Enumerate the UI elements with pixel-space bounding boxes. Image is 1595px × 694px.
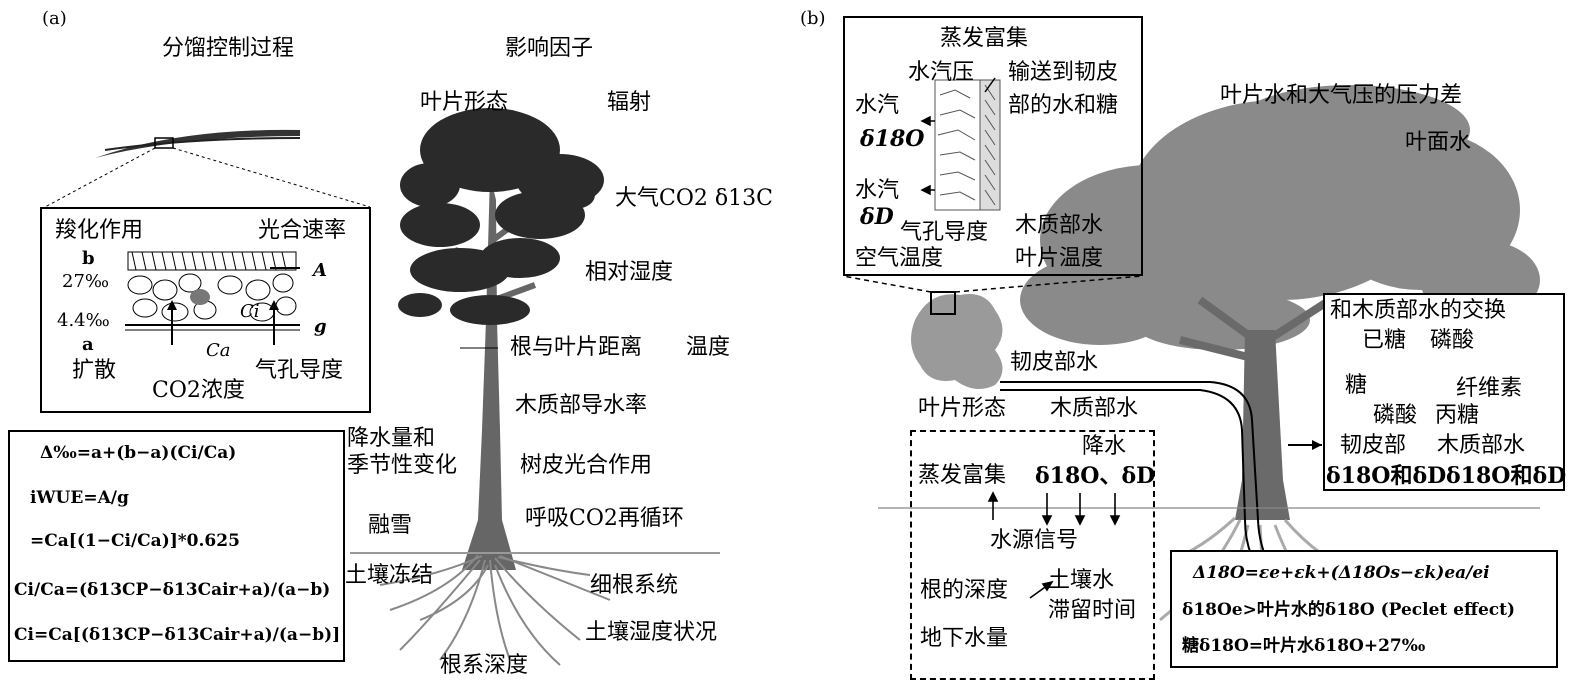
ex-iso-right: δ18O和δD	[1446, 463, 1567, 489]
tree-b-icon	[842, 85, 1540, 651]
factor-precip-2: 季节性变化	[347, 453, 458, 478]
factor-radiation: 辐射	[607, 90, 652, 115]
a-value: 4.4‰	[57, 310, 110, 331]
factor-precip-1: 降水量和	[347, 426, 436, 451]
tree-a-icon	[350, 108, 720, 666]
inset-vapor1-a: 水汽	[855, 93, 900, 118]
diffusion-label: 扩散	[72, 358, 117, 383]
photosynthesis-rate-label: 光合速率	[258, 218, 347, 243]
a-label: a	[82, 334, 94, 355]
ex-iso-left: δ18O和δD	[1326, 463, 1447, 489]
formula-5: Ci=Ca[(δ13CP−δ13Cair+a)/(a−b)]	[14, 625, 341, 645]
wb-precip: 降水	[1082, 434, 1127, 459]
factor-bark-photo: 树皮光合作用	[520, 453, 653, 478]
wb-evap-enrich: 蒸发富集	[918, 463, 1007, 488]
exchange-box	[1323, 293, 1565, 491]
ex-phosphate1: 磷酸	[1430, 328, 1475, 353]
inset-leaf-temp: 叶片温度	[1015, 246, 1104, 271]
b-formula-2: δ18Oe>叶片水的δ18O (Peclet effect)	[1182, 600, 1516, 620]
wb-groundwater: 地下水量	[920, 626, 1009, 651]
phloem-water-label: 韧皮部水	[1010, 350, 1099, 375]
factor-fine-root: 细根系统	[590, 573, 679, 598]
Ci-label: Ci	[240, 301, 260, 322]
wb-source-signal: 水源信号	[990, 528, 1079, 553]
factor-resp-co2: 呼吸CO2再循环	[525, 506, 684, 531]
ex-triose: 丙糖	[1435, 403, 1480, 428]
inset-evap-enrich: 蒸发富集	[940, 26, 1029, 51]
small-leaf-icon	[44, 129, 371, 208]
b-formula-1: Δ18O=εe+εk+(Δ18Os−εk)ea/ei	[1193, 563, 1490, 583]
leaf-morph-b-label: 叶片形态	[918, 396, 1007, 421]
formula-4: Ci/Ca=(δ13CP−δ13Cair+a)/(a−b)	[14, 580, 331, 600]
ex-phloem: 韧皮部	[1340, 433, 1407, 458]
inset-vapor2-b: δD	[860, 204, 894, 230]
xylem-water-b-label: 木质部水	[1050, 396, 1139, 421]
factor-root-depth: 根系深度	[440, 653, 529, 678]
Ca-label: Ca	[206, 340, 231, 361]
wb-soil-water: 土壤水	[1048, 568, 1115, 593]
formula-3: =Ca[(1−Ci/Ca)]*0.625	[30, 531, 240, 551]
inset-transport-2: 部的水和糖	[1008, 93, 1119, 118]
factor-xylem-cond: 木质部导水率	[515, 393, 648, 418]
ex-phosphate2: 磷酸	[1373, 403, 1418, 428]
water-source-box	[910, 430, 1155, 680]
leaf-cross-section-icon	[125, 251, 300, 345]
inset-vapor-pressure: 水汽压	[908, 60, 975, 85]
inset-vapor2-a: 水汽	[855, 178, 900, 203]
formula-1: Δ‰=a+(b−a)(Ci/Ca)	[40, 443, 237, 463]
g-label: g	[314, 316, 327, 337]
ex-xylem: 木质部水	[1437, 433, 1526, 458]
factor-rel-humidity: 相对湿度	[585, 260, 674, 285]
inset-vapor1-b: δ18O	[860, 126, 925, 152]
ex-cellulose: 纤维素	[1456, 376, 1523, 401]
wb-isotopes: δ18O、δD	[1035, 463, 1156, 489]
factor-root-leaf-dist: 根与叶片距离	[510, 335, 643, 360]
b-formula-3: 糖δ18O=叶片水δ18O+27‰	[1182, 636, 1426, 656]
panel-a-left-title: 分馏控制过程	[162, 36, 295, 61]
evaporation-inset	[843, 16, 1143, 276]
inset-air-temp: 空气温度	[855, 246, 944, 271]
b-label: b	[82, 248, 95, 269]
formula-box-a	[8, 430, 345, 662]
factor-temperature: 温度	[686, 335, 731, 360]
ex-hexose: 已糖	[1362, 328, 1407, 353]
formula-2: iWUE=A/g	[30, 488, 129, 508]
wb-root-depth: 根的深度	[920, 578, 1009, 603]
leaf-anatomy-icon	[934, 79, 1001, 211]
factor-leaf-morph: 叶片形态	[420, 90, 509, 115]
inset-xylem-water: 木质部水	[1015, 213, 1104, 238]
inset-transport-1: 输送到韧皮	[1008, 60, 1119, 85]
leaf-surface-water-label: 叶面水	[1405, 130, 1472, 155]
carboxylation-label: 羧化作用	[55, 218, 144, 243]
panel-a-right-title: 影响因子	[505, 36, 594, 61]
ex-title: 和木质部水的交换	[1330, 298, 1507, 323]
ex-sugar: 糖	[1345, 373, 1368, 398]
formula-box-b	[1170, 550, 1558, 668]
wb-residence: 滞留时间	[1048, 598, 1137, 623]
pressure-diff-label: 叶片水和大气压的压力差	[1220, 83, 1463, 108]
b-value: 27‰	[62, 271, 110, 292]
factor-soil-freeze: 土壤冻结	[345, 563, 434, 588]
panel-b-label: (b)	[800, 8, 826, 29]
co2-conc-label: CO2浓度	[152, 378, 245, 403]
factor-snowmelt: 融雪	[368, 513, 413, 538]
stomatal-label: 气孔导度	[255, 358, 344, 383]
factor-soil-moisture: 土壤湿度状况	[585, 620, 718, 645]
factor-atm-co2: 大气CO2 δ13C	[615, 186, 773, 211]
carboxylation-inset	[40, 207, 371, 413]
inset-stomatal: 气孔导度	[900, 220, 989, 245]
panel-a-label: (a)	[42, 8, 67, 29]
A-label: A	[313, 260, 327, 281]
